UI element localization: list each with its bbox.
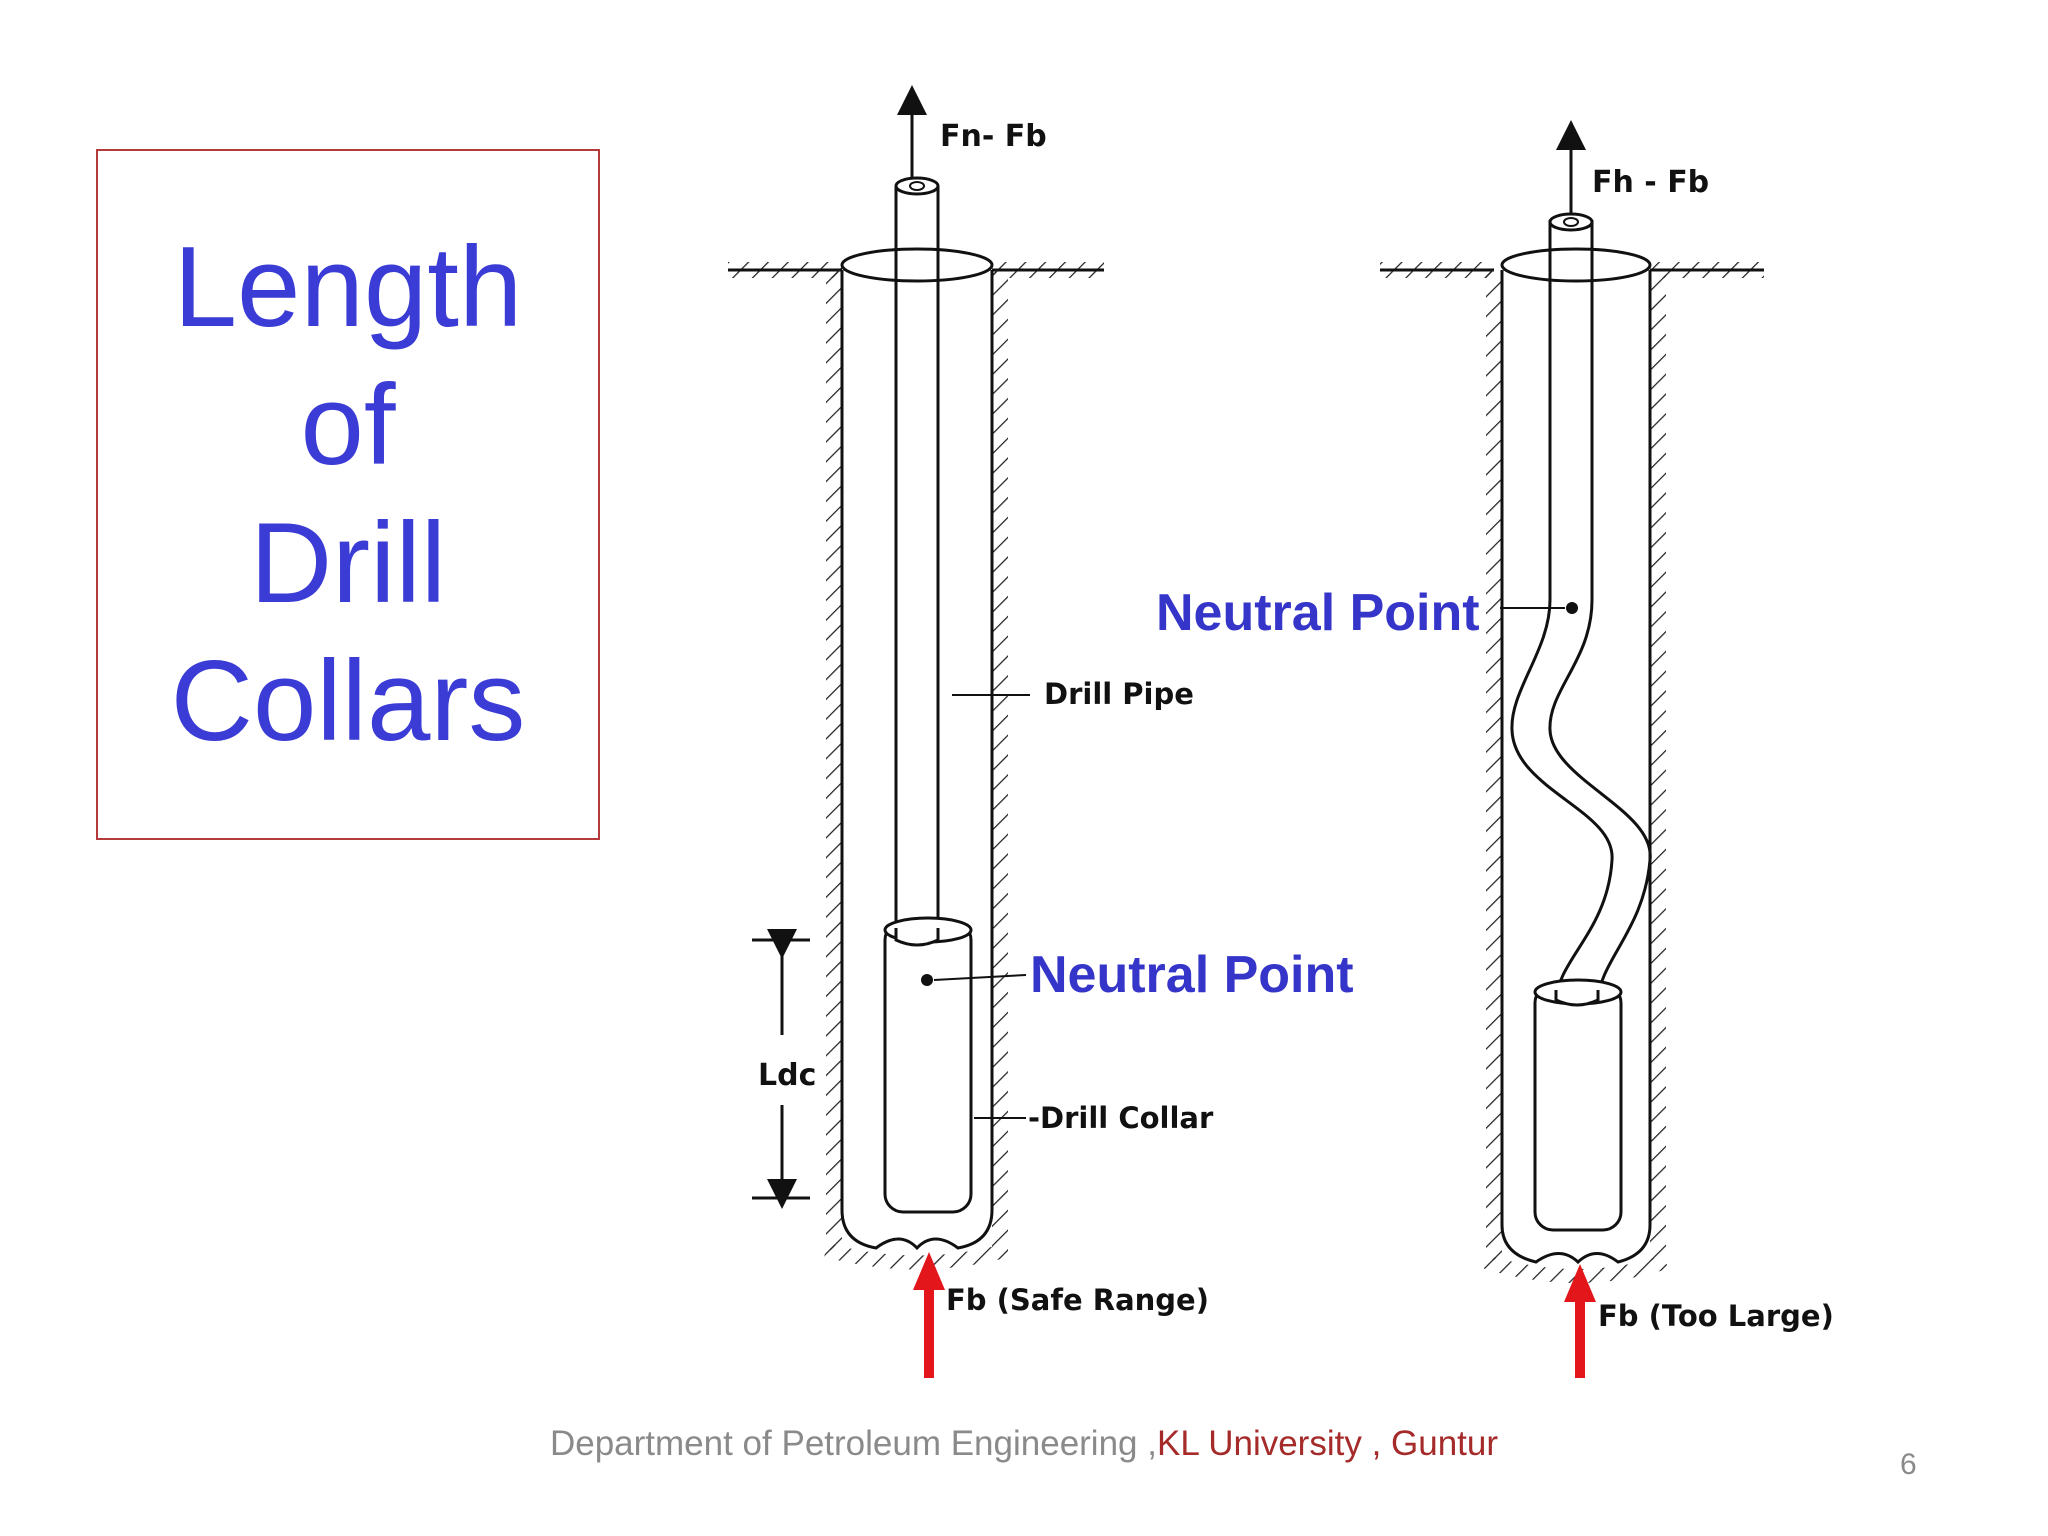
right-top-force-label: Fh - Fb: [1592, 165, 1709, 200]
title-line-1: Length: [173, 223, 523, 351]
left-wall-hatch-right: [992, 270, 1008, 1250]
title-line-3: Drill: [249, 499, 447, 627]
left-top-force-label: Fn- Fb: [940, 119, 1047, 154]
footer-university: KL University , Guntur: [1156, 1424, 1499, 1463]
footer: Department of Petroleum Engineering ,KL …: [0, 1424, 2048, 1464]
drill-pipe-label: Drill Pipe: [1044, 677, 1194, 711]
title-line-4: Collars: [170, 637, 526, 765]
title-box: Length of Drill Collars: [96, 149, 600, 840]
page-number: 6: [1900, 1448, 1917, 1481]
left-neutral-point-label: Neutral Point: [1030, 946, 1354, 1004]
drill-collar-label: -Drill Collar: [1028, 1101, 1214, 1135]
right-neutral-point-label: Neutral Point: [1156, 584, 1480, 642]
right-bottom-force-label: Fb (Too Large): [1598, 1299, 1834, 1333]
right-wellbore: [1380, 120, 1764, 1378]
title-line-2: of: [300, 361, 396, 489]
ldc-label: Ldc: [758, 1058, 816, 1093]
footer-department: Department of Petroleum Engineering ,: [549, 1424, 1157, 1463]
left-wall-hatch-left: [826, 270, 842, 1250]
left-bottom-force-label: Fb (Safe Range): [946, 1283, 1209, 1317]
left-wellbore: [728, 85, 1104, 1378]
